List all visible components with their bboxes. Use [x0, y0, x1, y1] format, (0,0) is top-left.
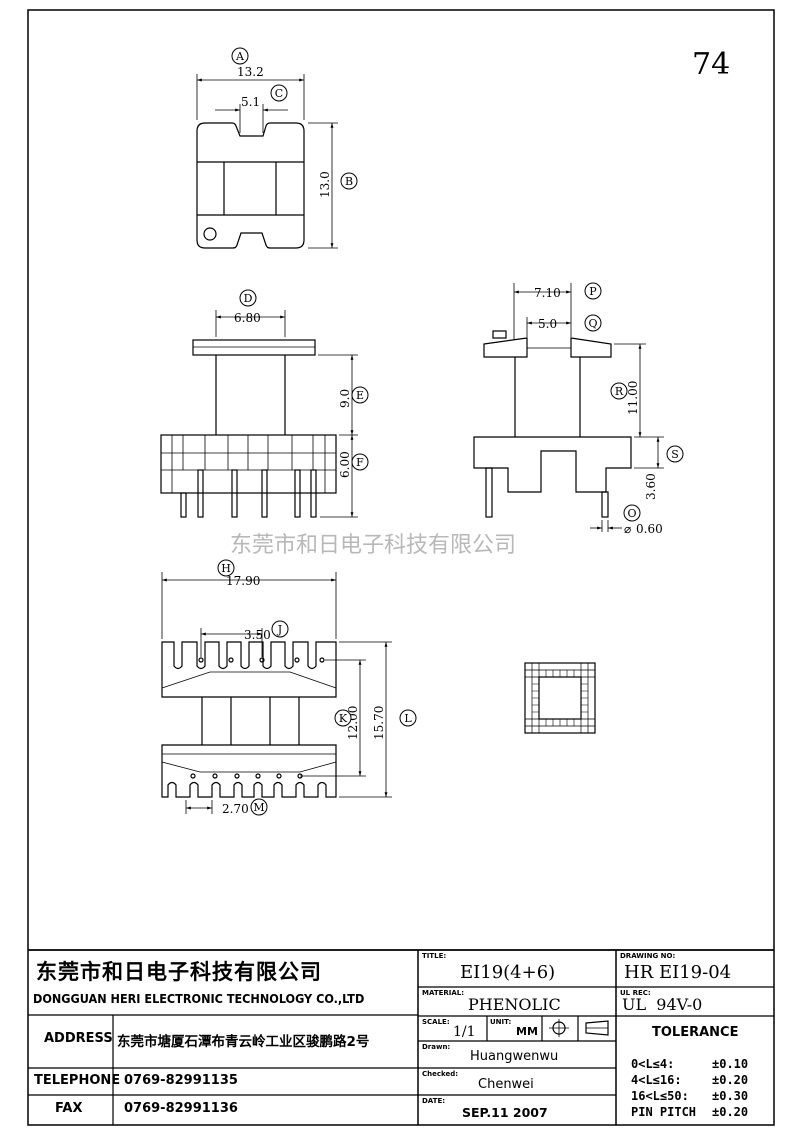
dim-d-value: 6.80	[234, 311, 261, 325]
marker-circle-l	[399, 709, 417, 727]
marker-a: A	[235, 50, 245, 63]
marker-circle-j	[271, 620, 289, 638]
marker-h: H	[221, 562, 231, 575]
material-value: PHENOLIC	[468, 995, 561, 1014]
marker-m: M	[253, 801, 264, 814]
title-value: EI19(4+6)	[460, 962, 556, 983]
marker-e: E	[356, 389, 364, 402]
marker-circle-h	[217, 559, 235, 577]
telephone-value: 0769-82991135	[124, 1073, 238, 1088]
marker-circle-s	[666, 445, 684, 463]
address-value: 东莞市塘厦石潭布青云岭工业区骏鹏路2号	[117, 1034, 370, 1050]
marker-circle-p	[584, 282, 602, 300]
marker-q: Q	[588, 317, 597, 330]
ul-rec-value: UL 94V-0	[622, 995, 703, 1014]
dim-p-value: 7.10	[534, 286, 561, 300]
marker-r: R	[615, 385, 624, 398]
marker-l: L	[404, 712, 412, 725]
tolerance-range-4: PIN PITCH	[631, 1105, 697, 1119]
drawn-label: Drawn:	[422, 1043, 451, 1051]
dim-o-diameter-symbol: ⌀	[624, 522, 631, 536]
marker-circle-a	[231, 47, 249, 65]
drawn-value: Huangwenwu	[470, 1049, 559, 1064]
tolerance-range-3: 16<L≤50:	[631, 1089, 689, 1103]
unit-label: UNIT:	[490, 1018, 512, 1026]
dim-e-value: 9.0	[338, 389, 352, 408]
tolerance-title: TOLERANCE	[652, 1025, 739, 1040]
outer-frame	[27, 9, 775, 1126]
drawing-no-value: HR EI19-04	[624, 962, 732, 983]
dim-s-value: 3.60	[644, 473, 658, 500]
dim-h-value: 17.90	[226, 574, 260, 588]
ul-rec-label: UL REC:	[620, 989, 651, 997]
marker-d: D	[244, 292, 253, 305]
dim-f-value: 6.00	[338, 451, 352, 478]
tolerance-value-1: ±0.10	[712, 1057, 749, 1071]
scale-value: 1/1	[453, 1024, 476, 1040]
marker-k: K	[339, 712, 348, 725]
fax-label: FAX	[55, 1101, 83, 1116]
title-block-grid	[28, 949, 774, 1125]
company-name-cn: 东莞市和日电子科技有限公司	[36, 960, 322, 984]
marker-j: J	[277, 623, 282, 636]
telephone-label: TELEPHONE	[34, 1073, 121, 1088]
marker-circle-k	[334, 709, 352, 727]
fax-value: 0769-82991136	[124, 1101, 238, 1116]
title-label: TITLE:	[422, 952, 447, 960]
marker-p: P	[589, 285, 597, 298]
checked-label: Checked:	[422, 1070, 459, 1078]
dim-j-value: 3.50	[244, 628, 271, 642]
tolerance-range-1: 0<L≤4:	[631, 1057, 675, 1071]
marker-circle-f	[351, 453, 369, 471]
dim-l-value: 15.70	[372, 706, 386, 740]
bottom-view	[161, 572, 392, 814]
dim-q-value: 5.0	[538, 317, 557, 331]
marker-circle-m	[250, 798, 268, 816]
marker-circle-e	[351, 386, 369, 404]
dim-o-value: 0.60	[636, 522, 663, 536]
marker-circle-c	[270, 84, 288, 102]
checked-value: Chenwei	[478, 1077, 534, 1092]
marker-circle-q	[584, 314, 602, 332]
tolerance-value-4: ±0.20	[712, 1105, 749, 1119]
marker-circle-d	[239, 289, 257, 307]
dim-b-value: 13.0	[318, 171, 332, 198]
dim-c-value: 5.1	[241, 95, 260, 109]
dim-r-value: 11.00	[626, 381, 640, 415]
marker-circle-r	[610, 382, 628, 400]
marker-c: C	[275, 87, 283, 100]
marker-circle-b	[340, 172, 358, 190]
top-view	[196, 74, 338, 249]
material-label: MATERIAL:	[422, 989, 465, 997]
date-label: DATE:	[422, 1097, 446, 1105]
date-value: SEP.11 2007	[462, 1105, 548, 1120]
marker-o: O	[627, 507, 636, 520]
dimension-markers: A B C D E F P Q R S O H J K L M	[217, 47, 684, 816]
unit-value: MM	[516, 1025, 538, 1038]
page-number: 74	[692, 47, 730, 82]
company-name-en: DONGGUAN HERI ELECTRONIC TECHNOLOGY CO.,…	[33, 991, 365, 1006]
marker-b: B	[345, 175, 353, 188]
dim-m-value: 2.70	[222, 802, 249, 816]
side-view	[473, 283, 664, 532]
front-view	[160, 310, 358, 518]
scale-label: SCALE:	[422, 1018, 450, 1026]
tolerance-value-3: ±0.30	[712, 1089, 749, 1103]
dim-a-value: 13.2	[237, 65, 264, 79]
tolerance-range-2: 4<L≤16:	[631, 1073, 682, 1087]
marker-circle-o	[623, 504, 641, 522]
marker-f: F	[356, 456, 364, 469]
drawing-no-label: DRAWING NO:	[620, 952, 676, 960]
watermark: 东莞市和日电子科技有限公司	[230, 533, 516, 558]
address-label: ADDRESS	[44, 1031, 113, 1046]
marker-s: S	[671, 448, 679, 461]
tolerance-value-2: ±0.20	[712, 1073, 749, 1087]
section-view	[524, 662, 596, 734]
